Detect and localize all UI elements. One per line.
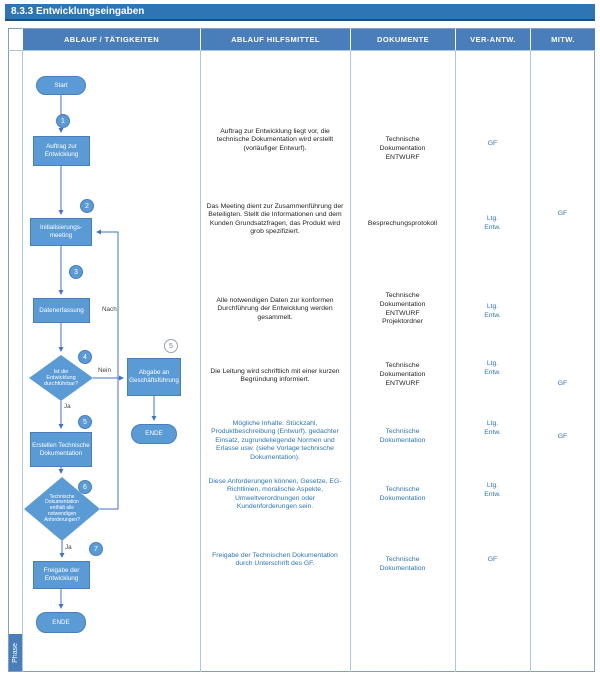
document-step-1: Technische Dokumentation ENTWURF <box>379 136 426 161</box>
responsible-step-7: GF <box>487 556 498 563</box>
flow-end-node-side: ENDE <box>131 424 177 444</box>
nein-branch-label: Nein <box>98 367 111 374</box>
responsible-step-1: GF <box>487 140 498 147</box>
document-step-3: Technische Dokumentation ENTWURF Projekt… <box>379 292 426 326</box>
note-step-4: Die Leitung wird schriftlich mit einer k… <box>210 368 340 384</box>
flow-step-datenerfassung: Datenerfassung <box>33 298 90 323</box>
grid-line <box>530 28 531 672</box>
flow-step-technische-dokumentation: Erstellen Technische Dokumentation <box>30 432 92 467</box>
participation-step-4: GF <box>557 380 568 387</box>
column-header-documents: DOKUMENTE <box>350 29 455 50</box>
column-header-activities: ABLAUF / TÄTIGKEITEN <box>22 29 200 50</box>
grid-line <box>200 28 201 672</box>
note-step-3: Alle notwendigen Daten zur konformen Dur… <box>216 297 334 321</box>
responsible-step-2: Ltg. Entw. <box>484 215 501 231</box>
column-header-responsible: VER-ANTW. <box>455 29 530 50</box>
participation-step-5: GF <box>557 433 568 440</box>
flow-start-node: Start <box>36 76 86 95</box>
step-badge-5: 5 <box>78 415 92 429</box>
ja-branch-label-2: Ja <box>65 544 72 551</box>
grid-line <box>350 28 351 672</box>
note-step-5: Mögliche Inhalte: Stückzahl, Produktbesc… <box>211 420 339 461</box>
column-header-participation: MITW. <box>530 29 595 50</box>
note-step-7: Freigabe der Technischen Dokumentation d… <box>212 552 338 568</box>
step-badge-1: 1 <box>56 114 70 128</box>
step-badge-4: 4 <box>78 350 92 364</box>
step-badge-7: 7 <box>89 542 103 556</box>
document-step-5: Technische Dokumentation <box>379 428 426 444</box>
step-badge-2: 2 <box>80 199 94 213</box>
page-title: 8.3.3 Entwicklungseingaben <box>5 4 595 21</box>
loop-label: Nach <box>102 306 117 313</box>
grid-line <box>22 28 23 672</box>
document-step-4: Technische Dokumentation ENTWURF <box>379 362 426 387</box>
side-step-badge-5: 5 <box>164 339 178 353</box>
responsible-step-5: Ltg. Entw. <box>484 420 501 436</box>
ja-branch-label-1: Ja <box>64 403 71 410</box>
document-step-7: Technische Dokumentation <box>379 556 426 572</box>
flow-step-freigabe: Freigabe der Entwicklung <box>33 561 90 589</box>
flow-step-auftrag: Auftrag zur Entwicklung <box>33 136 90 166</box>
flow-end-node: ENDE <box>36 612 86 633</box>
responsible-step-6: Ltg. Entw. <box>484 482 501 498</box>
grid-line <box>8 50 595 51</box>
responsible-step-4: Ltg. Entw. <box>484 360 501 376</box>
grid-line <box>455 28 456 672</box>
note-step-6: Diese Anforderungen können, Gesetze, EG-… <box>208 478 342 511</box>
participation-step-2: GF <box>557 210 568 217</box>
note-step-1: Auftrag zur Entwicklung liegt vor, die t… <box>216 128 334 152</box>
phase-label: Phase <box>9 634 22 671</box>
flow-step-abgabe-geschaeftsfuehrung: Abgabe an Geschäftsführung <box>127 358 181 396</box>
table-frame <box>8 28 595 672</box>
column-header-tools: ABLAUF HILFSMITTEL <box>200 29 350 50</box>
document-step-6: Technische Dokumentation <box>379 486 426 502</box>
step-badge-6: 6 <box>78 480 92 494</box>
flow-step-initialisierungsmeeting: Initialisierungs- meeting <box>30 218 92 246</box>
step-badge-3: 3 <box>69 265 83 279</box>
responsible-step-3: Ltg. Entw. <box>484 303 501 319</box>
note-step-2: Das Meeting dient zur Zusammenführung de… <box>206 203 344 236</box>
document-step-2: Besprechungsprotokoll <box>367 220 438 227</box>
